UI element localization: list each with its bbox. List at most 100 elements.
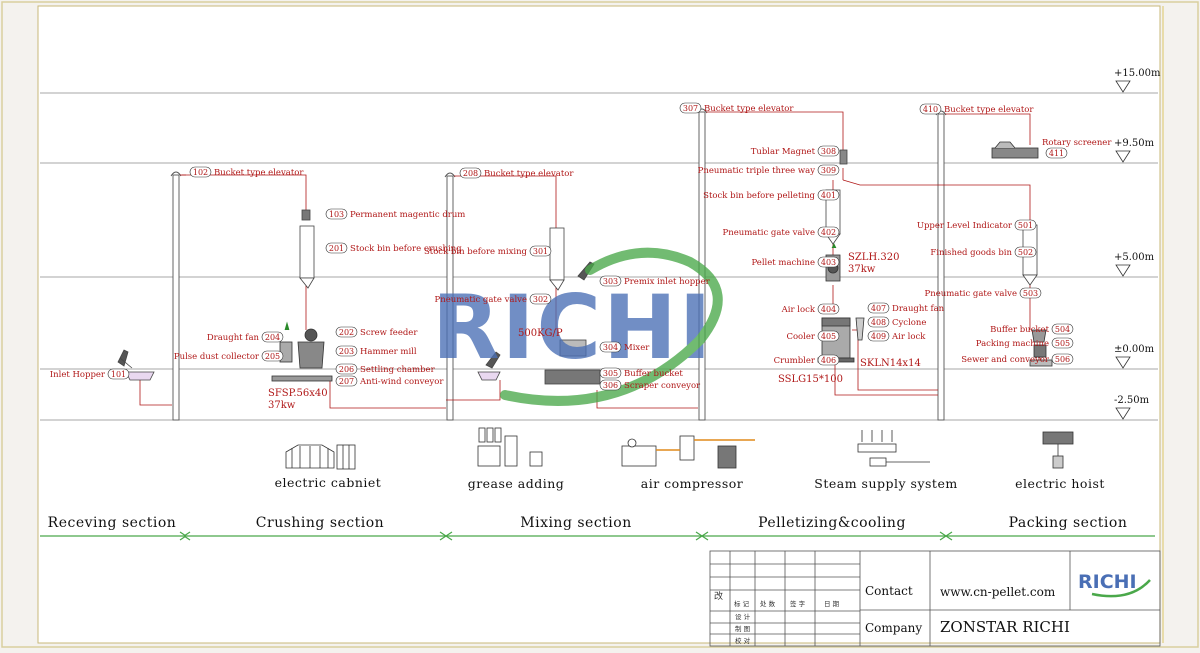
callout-label: Pneumatic gate valve	[925, 289, 1018, 299]
callout-number: 408	[871, 318, 886, 327]
callout-label: Cooler	[786, 332, 815, 342]
drawing-frame	[37, 5, 1161, 644]
callout-number: 307	[683, 104, 698, 113]
section-label: Mixing section	[520, 515, 631, 531]
callout-label: Finished goods bin	[930, 248, 1012, 258]
callout-badge	[817, 330, 840, 342]
level-triangle-icon	[1115, 150, 1131, 163]
cooler-model: SKLN14x14	[860, 358, 921, 369]
callout-label: Stock bin before mixing	[424, 247, 528, 257]
callout-number: 502	[1018, 248, 1033, 257]
callout-badge	[599, 275, 622, 287]
callout-number: 309	[821, 166, 836, 175]
callout-badge	[867, 316, 890, 328]
mixer-capacity: 500KG/P	[518, 328, 563, 339]
callout-number: 308	[821, 147, 836, 156]
callout-label: Inlet Hopper	[50, 370, 106, 380]
grease-adding-icon	[477, 427, 543, 467]
callout-badge	[1014, 219, 1037, 231]
watermark-swoosh	[500, 247, 723, 406]
callout-number: 305	[603, 369, 618, 378]
callout-badge	[1019, 287, 1042, 299]
watermark-text: RICHI	[432, 276, 713, 379]
component-callout: 302 Pneumatic gate valve	[435, 293, 552, 305]
callout-number: 201	[329, 244, 344, 253]
callout-number: 203	[339, 347, 354, 356]
callout-label: Buffer bucket	[624, 369, 683, 379]
component-callout: 203 Hammer mill	[335, 345, 417, 357]
callout-number: 306	[603, 381, 618, 390]
company-label: Company	[865, 621, 922, 635]
callout-badge	[817, 164, 840, 176]
level-label: ±0.00m	[1114, 344, 1155, 355]
component-callout: 201 Stock bin before crushing	[325, 242, 462, 254]
callout-label: Pneumatic gate valve	[435, 295, 528, 305]
callout-number: 102	[193, 168, 208, 177]
tb-col-header: 日 期	[824, 600, 840, 608]
callout-badge	[325, 242, 348, 254]
callout-number: 207	[339, 377, 354, 386]
callout-number: 208	[463, 169, 478, 178]
callout-badge	[1014, 246, 1037, 258]
aux-label: air compressor	[641, 476, 743, 491]
callout-label: Air lock	[781, 305, 816, 315]
level-label: +5.00m	[1114, 252, 1155, 263]
hammer-power: 37kw	[268, 400, 296, 411]
callout-badge	[325, 208, 348, 220]
company-value: ZONSTAR RICHI	[940, 618, 1070, 636]
callout-badge	[1045, 147, 1068, 159]
callout-badge	[867, 330, 890, 342]
frame-edge	[1162, 6, 1164, 643]
richi-watermark: RICHI	[432, 247, 723, 406]
callout-badge	[1051, 337, 1074, 349]
component-callout: 207 Anti-wind conveyor	[335, 375, 444, 387]
callout-badge	[919, 103, 942, 115]
callout-badge	[817, 354, 840, 366]
packing-machine	[1029, 329, 1053, 367]
aux-label: Steam supply system	[814, 476, 957, 491]
callout-badge	[679, 102, 702, 114]
callout-number: 302	[533, 295, 548, 304]
callout-label: Stock bin before pelleting	[703, 191, 815, 201]
level-triangle-icon	[1115, 407, 1131, 420]
steam-supply-icon	[857, 430, 930, 467]
callout-label: Pneumatic triple three way	[698, 166, 816, 176]
callout-badge	[335, 363, 358, 375]
callout-label: Screw feeder	[360, 328, 418, 338]
callout-number: 402	[821, 228, 836, 237]
rotary-screener	[991, 141, 1039, 159]
callout-number: 503	[1023, 289, 1038, 298]
section-label: Packing section	[1009, 515, 1128, 531]
callout-badge	[335, 345, 358, 357]
richi-logo: RICHI	[1078, 571, 1151, 598]
tb-row-label: 校 对	[735, 636, 751, 645]
callout-badge	[335, 326, 358, 338]
callout-label: Stock bin before crushing	[350, 244, 462, 254]
callout-badge	[529, 293, 552, 305]
callout-label: Premix inlet hopper	[624, 277, 711, 287]
stock-bin-201	[299, 225, 315, 289]
component-callout: 502 Finished goods bin	[930, 246, 1037, 258]
callout-number: 205	[265, 352, 280, 361]
callout-label: Anti-wind conveyor	[359, 377, 444, 387]
callout-number: 409	[871, 332, 886, 341]
callout-label: Hammer mill	[360, 347, 417, 357]
callout-badge	[817, 303, 840, 315]
